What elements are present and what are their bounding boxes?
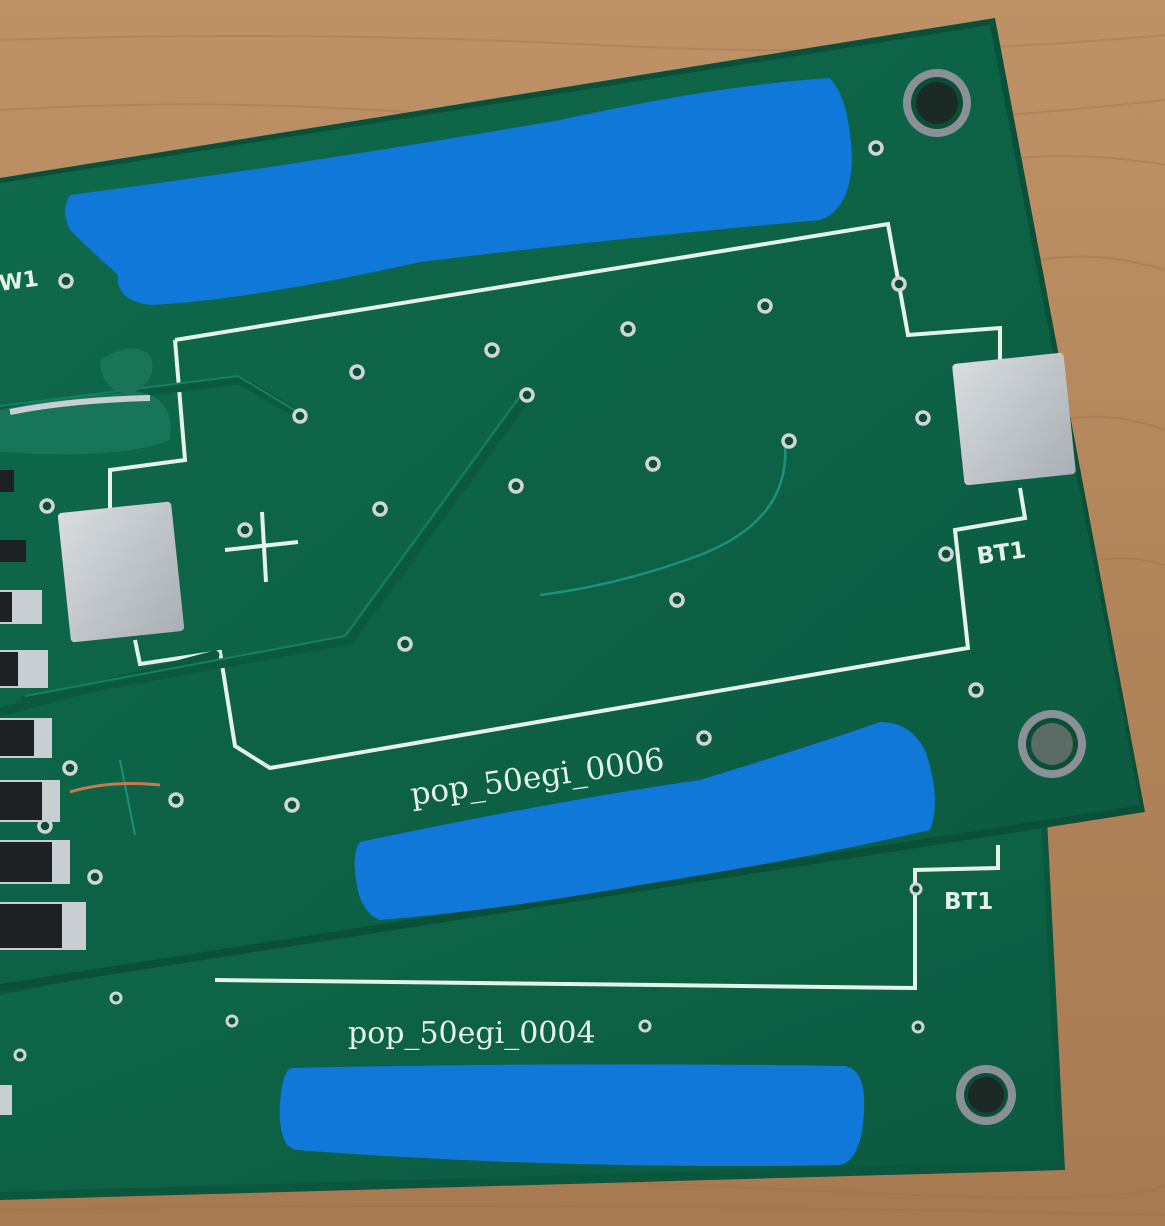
bottom-board-vias <box>13 882 925 1062</box>
bottom-board-outline <box>214 845 1000 991</box>
bodge-wire <box>539 444 787 597</box>
redaction-mark-top-board-upper <box>65 78 852 305</box>
top-board-vias <box>37 140 984 885</box>
solder-rework-area <box>0 348 171 455</box>
battery-pad-right <box>952 352 1076 486</box>
smd-diode <box>0 718 52 758</box>
smd-diode <box>0 590 42 624</box>
redaction-mark-top-board-lower <box>354 722 935 920</box>
top-board-battery-outline-lower <box>133 487 1028 771</box>
smd-small-parts <box>0 470 26 562</box>
top-board-battery-outline <box>174 221 1002 360</box>
smd-diode <box>0 840 70 884</box>
bottom-board-battery-label: BT1 <box>944 889 993 915</box>
smd-diode <box>0 650 48 688</box>
polarity-cross-mark <box>224 511 299 583</box>
top-board-outline-left <box>108 339 188 520</box>
bottom-board-serial: pop_50egi_0004 <box>348 1016 596 1051</box>
bottom-board-component <box>0 1085 12 1115</box>
bodge-wire-left <box>119 759 136 836</box>
top-board-switch-label: W1 <box>0 267 40 297</box>
smd-components <box>0 470 161 950</box>
smd-diode <box>0 902 86 950</box>
smd-diode <box>0 780 60 822</box>
redaction-mark-bottom-board <box>279 1064 865 1166</box>
bottom-board-mounting-hole <box>956 1065 1016 1125</box>
top-board-mounting-hole-bottom <box>1018 710 1086 778</box>
battery-pad-left <box>57 501 185 643</box>
top-board-mounting-hole-top <box>903 69 971 137</box>
bottom-board: pop_50egi_0004 BT1 <box>0 780 1065 1200</box>
top-board-trace-highlights <box>0 374 524 697</box>
top-board: W1 BT1 pop_50egi_0006 <box>0 18 1145 992</box>
